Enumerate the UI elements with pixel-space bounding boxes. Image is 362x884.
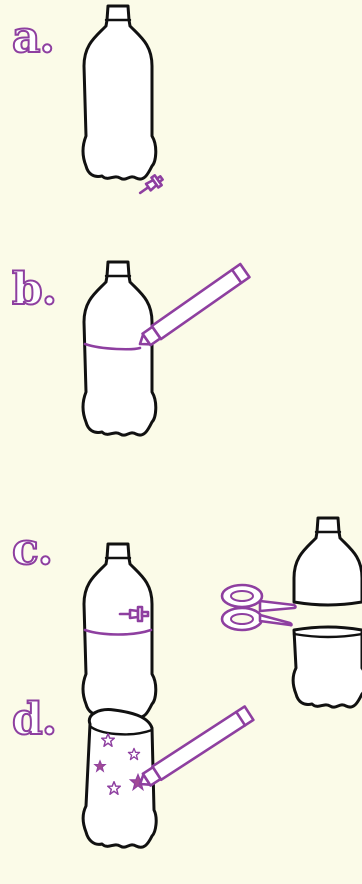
step-c-bottle-bottom-icon <box>293 627 362 707</box>
step-a-bottle-icon <box>83 6 156 179</box>
step-b-marker-icon <box>135 264 249 351</box>
step-b-bottle-icon <box>83 262 156 435</box>
step-c-bottle-top-icon <box>294 518 362 605</box>
step-c-bottle-icon <box>83 544 156 717</box>
step-c-scissors-icon <box>222 585 296 630</box>
